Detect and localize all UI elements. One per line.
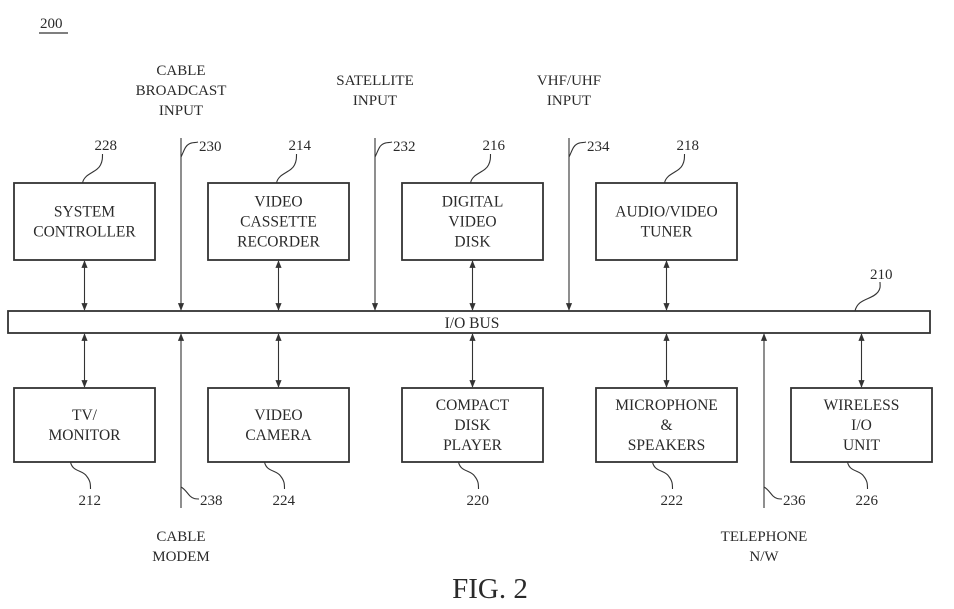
ref-leader-video-cassette-recorder: [275, 153, 298, 184]
ref-digital-video-disk: 216: [483, 138, 506, 154]
ref-audio-video-tuner: 218: [677, 138, 700, 154]
block-compact-disk-player: COMPACT DISK PLAYER 220: [401, 333, 544, 509]
io-bus-ref-leader: [854, 281, 881, 312]
input-label-satellite-input: SATELLITE: [336, 73, 413, 89]
ref-vhf-uhf-input: 234: [587, 139, 610, 155]
block-microphone-speakers-line: SPEAKERS: [628, 437, 706, 454]
io-bus-rect: [7, 310, 931, 334]
block-tv-monitor: TV/MONITOR 212: [13, 333, 156, 509]
block-tv-monitor-line: TV/: [72, 407, 98, 424]
block-microphone-speakers-line: &: [660, 417, 672, 434]
block-compact-disk-player-line: PLAYER: [443, 437, 503, 454]
input-label-cable-broadcast-input: BROADCAST: [136, 83, 227, 99]
block-wireless-io-unit-line: UNIT: [843, 437, 881, 454]
block-tv-monitor-line: MONITOR: [48, 427, 121, 444]
input-label-cable-broadcast-input: INPUT: [159, 103, 203, 119]
ref-system-controller: 228: [95, 138, 118, 154]
block-digital-video-disk-line: DIGITAL: [442, 194, 504, 211]
block-video-cassette-recorder: VIDEO CASSETTE RECORDER 214: [207, 138, 350, 311]
input-label-cable-broadcast-input: CABLE: [156, 63, 205, 79]
ref-satellite-input: 232: [393, 139, 416, 155]
ref-leader-digital-video-disk: [469, 153, 492, 184]
ref-leader-vhf-uhf-input: [568, 141, 587, 158]
ref-video-cassette-recorder: 214: [289, 138, 312, 154]
ref-wireless-io-unit: 226: [856, 493, 879, 509]
block-audio-video-tuner-line: AUDIO/VIDEO: [615, 204, 717, 221]
input-label-telephone-nw: N/W: [749, 549, 779, 565]
block-video-cassette-recorder-line: RECORDER: [237, 234, 320, 251]
block-system-controller-line: SYSTEM: [54, 204, 115, 221]
figure-ref-number: 200: [40, 16, 63, 32]
input-label-vhf-uhf-input: INPUT: [547, 93, 591, 109]
block-wireless-io-unit-rect: [790, 387, 933, 463]
block-video-cassette-recorder-line: CASSETTE: [240, 214, 317, 231]
input-satellite-input: SATELLITE INPUT 232: [336, 73, 416, 311]
input-label-satellite-input: INPUT: [353, 93, 397, 109]
block-system-controller: SYSTEM CONTROLLER 228: [13, 138, 156, 311]
block-microphone-speakers-line: MICROPHONE: [615, 397, 717, 414]
block-wireless-io-unit-line: WIRELESS: [824, 397, 900, 414]
input-label-cable-modem: MODEM: [152, 549, 210, 565]
io-bus-label: I/O BUS: [445, 315, 500, 332]
block-microphone-speakers: MICROPHONE & SPEAKERS 222: [595, 333, 738, 509]
input-label-telephone-nw: TELEPHONE: [721, 529, 808, 545]
block-compact-disk-player-line: DISK: [454, 417, 491, 434]
block-digital-video-disk: DIGITAL VIDEO DISK 216: [401, 138, 544, 311]
block-audio-video-tuner: AUDIO/VIDEO TUNER 218: [595, 138, 738, 311]
ref-leader-wireless-io-unit: [846, 461, 869, 490]
figure-caption: FIG. 2: [452, 573, 528, 605]
block-compact-disk-player-rect: [401, 387, 544, 463]
ref-leader-microphone-speakers: [651, 461, 674, 490]
input-label-cable-modem: CABLE: [156, 529, 205, 545]
io-bus: I/O BUS 210: [7, 267, 931, 334]
ref-leader-video-camera: [263, 461, 286, 490]
block-video-camera-rect: [207, 387, 350, 463]
ref-compact-disk-player: 220: [467, 493, 490, 509]
ref-leader-compact-disk-player: [457, 461, 480, 490]
input-vhf-uhf-input: VHF/UHF INPUT 234: [537, 73, 610, 311]
block-wireless-io-unit-line: I/O: [851, 417, 872, 434]
ref-cable-modem: 238: [200, 493, 223, 509]
block-digital-video-disk-rect: [401, 182, 544, 261]
block-video-camera-line: VIDEO: [254, 407, 302, 424]
ref-leader-cable-broadcast-input: [180, 141, 199, 158]
ref-telephone-nw: 236: [783, 493, 806, 509]
block-video-camera: VIDEO CAMERA 224: [207, 333, 350, 509]
input-label-vhf-uhf-input: VHF/UHF: [537, 73, 601, 89]
block-video-camera-line: CAMERA: [245, 427, 312, 444]
block-digital-video-disk-line: VIDEO: [448, 214, 496, 231]
block-audio-video-tuner-rect: [595, 182, 738, 261]
ref-leader-cable-modem: [180, 486, 200, 500]
input-cable-broadcast-input: CABLE BROADCAST INPUT 230: [136, 63, 227, 311]
ref-tv-monitor: 212: [79, 493, 102, 509]
block-tv-monitor-rect: [13, 387, 156, 463]
block-compact-disk-player-line: COMPACT: [436, 397, 510, 414]
ref-leader-system-controller: [81, 153, 104, 184]
ref-leader-satellite-input: [374, 141, 393, 158]
ref-leader-telephone-nw: [763, 486, 783, 500]
block-digital-video-disk-line: DISK: [454, 234, 491, 251]
ref-leader-audio-video-tuner: [663, 153, 686, 184]
ref-leader-tv-monitor: [69, 461, 92, 490]
ref-microphone-speakers: 222: [661, 493, 684, 509]
ref-video-camera: 224: [273, 493, 296, 509]
io-bus-ref: 210: [870, 267, 893, 283]
block-video-cassette-recorder-rect: [207, 182, 350, 261]
block-audio-video-tuner-line: TUNER: [641, 224, 693, 241]
ref-cable-broadcast-input: 230: [199, 139, 222, 155]
block-microphone-speakers-rect: [595, 387, 738, 463]
block-system-controller-rect: [13, 182, 156, 261]
block-system-controller-line: CONTROLLER: [33, 224, 136, 241]
block-video-cassette-recorder-line: VIDEO: [254, 194, 302, 211]
block-wireless-io-unit: WIRELESS I/O UNIT 226: [790, 333, 933, 509]
